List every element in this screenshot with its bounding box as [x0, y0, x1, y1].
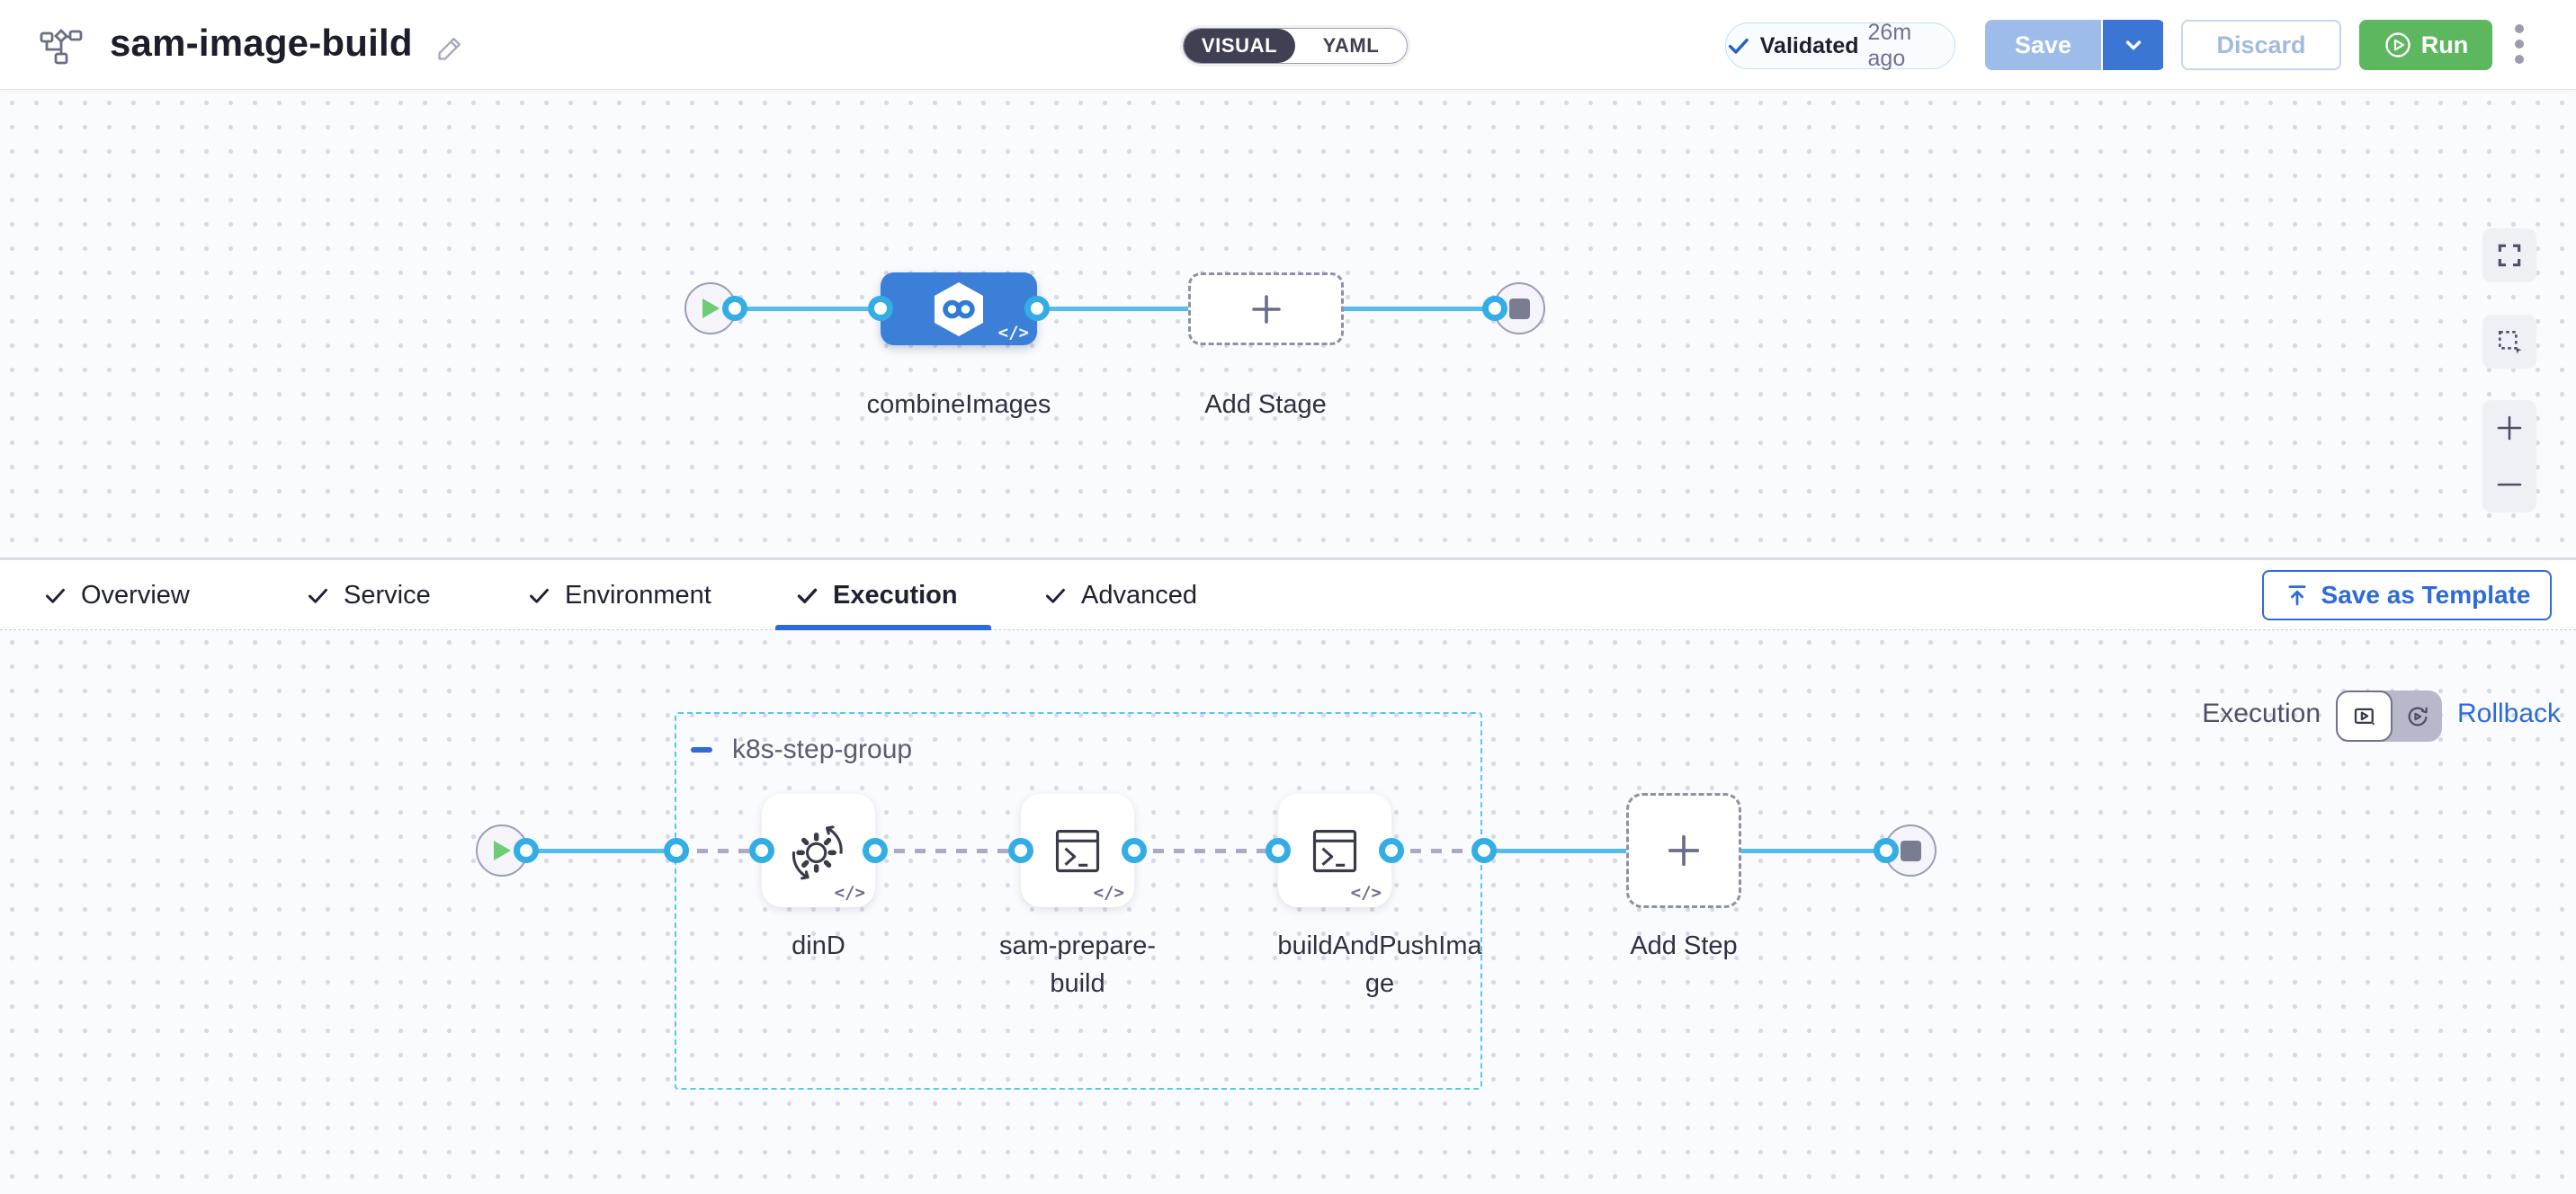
check-icon — [527, 584, 551, 608]
connector-port — [1122, 838, 1147, 863]
code-badge-icon: </> — [998, 323, 1029, 343]
collapse-group-icon[interactable] — [691, 747, 712, 753]
tab-visual[interactable]: VISUAL — [1184, 29, 1295, 63]
tab-yaml[interactable]: YAML — [1295, 29, 1407, 63]
step-node-buildandpushimage[interactable]: </> — [1278, 794, 1391, 907]
visual-yaml-toggle: VISUAL YAML — [1183, 28, 1408, 64]
terminal-icon — [1302, 818, 1367, 883]
add-stage-button[interactable] — [1188, 272, 1344, 345]
connector-port — [1471, 838, 1497, 863]
tab-service[interactable]: Service — [306, 560, 431, 630]
execution-rollback-toggle[interactable] — [2336, 691, 2442, 742]
rollback-link[interactable]: Rollback — [2457, 699, 2561, 729]
connector-port — [1874, 838, 1899, 863]
run-label: Run — [2421, 31, 2468, 59]
zoom-controls — [2482, 400, 2536, 512]
validated-badge: Validated 26m ago — [1725, 22, 1955, 69]
save-button[interactable]: Save — [1985, 20, 2103, 70]
step-group-header: k8s-step-group — [691, 735, 912, 765]
connector-port — [863, 838, 888, 863]
connector-port — [1379, 838, 1404, 863]
rollback-view-button[interactable] — [2393, 691, 2442, 742]
connector-line — [1482, 849, 1635, 853]
execution-view-button[interactable] — [2336, 691, 2393, 742]
edit-pencil-icon[interactable] — [434, 32, 466, 65]
connector-port — [1482, 296, 1507, 321]
code-badge-icon: </> — [1094, 883, 1124, 903]
save-as-template-button[interactable]: Save as Template — [2262, 570, 2552, 620]
validated-label: Validated — [1760, 33, 1859, 59]
ci-stage-hexagon-icon — [931, 280, 987, 339]
marquee-select-icon — [2495, 327, 2524, 356]
step-group-name: k8s-step-group — [732, 735, 912, 765]
discard-button[interactable]: Discard — [2181, 20, 2341, 70]
step-node-sam-prepare-build[interactable]: </> — [1021, 794, 1134, 907]
add-step-button[interactable] — [1626, 793, 1741, 908]
add-stage-label: Add Stage — [1131, 386, 1400, 423]
stage-canvas[interactable]: </> combineImages Add Stage — [0, 91, 2576, 557]
tab-environment[interactable]: Environment — [527, 560, 711, 630]
code-badge-icon: </> — [1351, 883, 1382, 903]
stage-node-combineimages[interactable]: </> — [881, 272, 1037, 345]
code-badge-icon: </> — [835, 883, 865, 903]
fullscreen-button[interactable] — [2482, 228, 2536, 282]
chevron-down-icon — [2121, 32, 2146, 58]
execution-steps-icon — [2351, 703, 2378, 730]
connector-port — [1008, 838, 1033, 863]
multi-select-button[interactable] — [2482, 315, 2536, 369]
save-menu-button[interactable] — [2103, 20, 2163, 70]
save-split-button: Save — [1985, 20, 2165, 70]
fullscreen-icon — [2495, 241, 2524, 270]
gear-sync-icon — [784, 816, 853, 885]
tab-execution[interactable]: Execution — [795, 560, 958, 630]
page-title: sam-image-build — [110, 22, 413, 65]
plus-icon — [1247, 290, 1286, 329]
run-play-icon — [2384, 31, 2412, 59]
tab-overview[interactable]: Overview — [43, 560, 190, 630]
run-button[interactable]: Run — [2359, 20, 2492, 70]
plus-icon — [1662, 829, 1705, 872]
terminal-icon — [1045, 818, 1110, 883]
zoom-out-icon[interactable] — [2494, 469, 2525, 500]
connector-port — [868, 296, 893, 321]
more-options-menu-icon[interactable] — [2515, 24, 2526, 64]
rollback-icon — [2404, 703, 2431, 730]
stop-icon — [1901, 841, 1921, 861]
pipeline-header: sam-image-build VISUAL YAML Validated 26… — [0, 0, 2576, 90]
check-icon — [1726, 33, 1751, 58]
connector-port — [1024, 296, 1050, 321]
connector-port — [514, 838, 539, 863]
pipeline-icon — [40, 25, 83, 68]
connector-port — [749, 838, 774, 863]
check-icon — [795, 584, 819, 608]
active-tab-underline — [775, 625, 991, 630]
check-icon — [306, 584, 330, 608]
check-icon — [1043, 584, 1068, 608]
connector-port — [664, 838, 689, 863]
check-icon — [43, 584, 67, 608]
connector-port — [722, 296, 747, 321]
execution-view-label: Execution — [2123, 699, 2321, 729]
add-step-label: Add Step — [1549, 927, 1819, 965]
step-node-dind[interactable]: </> — [762, 794, 875, 907]
tab-advanced[interactable]: Advanced — [1043, 560, 1197, 630]
execution-canvas[interactable]: Execution Rollback k8s-step — [0, 630, 2576, 1194]
connector-line — [1030, 307, 1201, 311]
play-icon — [699, 296, 722, 321]
stop-icon — [1509, 298, 1530, 319]
zoom-in-icon[interactable] — [2494, 413, 2525, 443]
stage-detail-tabs: Overview Service Environment Execution A… — [0, 560, 2576, 630]
upload-icon — [2284, 582, 2311, 609]
connector-port — [1266, 838, 1291, 863]
stage-label: combineImages — [824, 386, 1094, 423]
validated-time: 26m ago — [1868, 20, 1954, 72]
play-icon — [490, 838, 514, 863]
